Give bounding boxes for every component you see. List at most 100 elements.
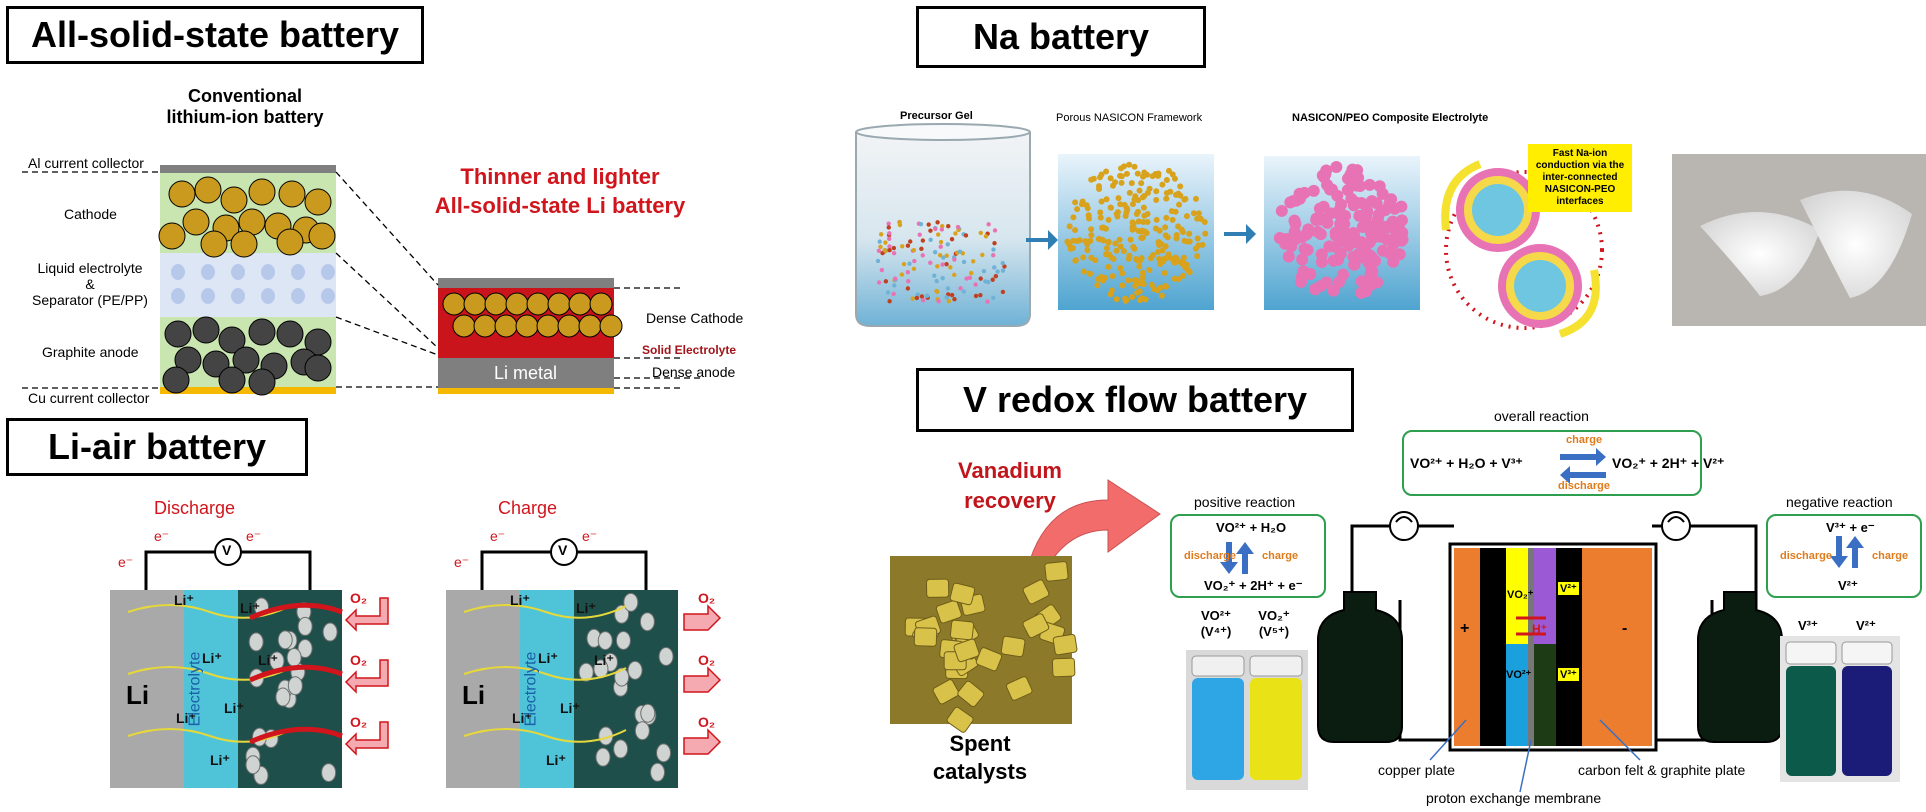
gel-particle bbox=[949, 292, 955, 298]
nasicon-particle bbox=[1134, 170, 1141, 177]
nasicon-particle bbox=[1132, 282, 1139, 289]
pump-icon bbox=[1661, 511, 1691, 541]
nasicon-particle bbox=[1162, 224, 1169, 231]
nasicon-particle bbox=[1138, 255, 1145, 262]
ion-path bbox=[127, 604, 291, 619]
nasicon-particle bbox=[1086, 215, 1093, 222]
oxygen-out-arrow-icon bbox=[683, 666, 722, 693]
gel-particle bbox=[899, 272, 905, 277]
catalyst-pellet bbox=[1006, 676, 1033, 701]
ion-path-arrow bbox=[1441, 160, 1482, 231]
nasicon-particle bbox=[1192, 195, 1199, 202]
nasicon-particle bbox=[1134, 289, 1141, 296]
li-metal-label: Li bbox=[462, 680, 486, 710]
gel-particle bbox=[978, 230, 983, 236]
negative-bottom-eq: V²⁺ bbox=[1838, 578, 1858, 593]
dense-cathode-particle bbox=[589, 292, 613, 316]
separator-dot bbox=[261, 288, 275, 304]
gel-particle bbox=[891, 251, 897, 256]
na-title: Na battery bbox=[916, 6, 1206, 68]
peo-particle bbox=[1366, 232, 1379, 245]
nasicon-particle bbox=[1165, 251, 1172, 258]
conventional-label: Conventional lithium-ion battery bbox=[166, 86, 324, 127]
gel-particle bbox=[919, 246, 924, 252]
li-metal-layer bbox=[438, 358, 614, 388]
li-metal-label: Li bbox=[126, 680, 150, 710]
porous-carbon-particle bbox=[627, 660, 643, 680]
vial-v3 bbox=[1786, 666, 1836, 776]
nasicon-particle bbox=[1129, 201, 1136, 208]
peo-particle bbox=[1373, 180, 1386, 193]
cathode-label: Cathode bbox=[64, 206, 117, 222]
nasicon-particle bbox=[1168, 208, 1175, 215]
peo-particle bbox=[1381, 233, 1394, 246]
nasicon-particle bbox=[1163, 189, 1170, 196]
gel-particle bbox=[875, 258, 881, 264]
gel-particle bbox=[949, 237, 955, 242]
peo-particle bbox=[1285, 240, 1298, 253]
cathode-particle bbox=[248, 178, 276, 206]
li-ion-label: Li⁺ bbox=[594, 652, 614, 668]
peo-particle bbox=[1360, 284, 1373, 297]
positive-tank bbox=[1317, 591, 1403, 743]
peo-particle bbox=[1296, 253, 1309, 266]
positive-reaction-title: positive reaction bbox=[1194, 494, 1296, 510]
porous-carbon-particle bbox=[613, 739, 629, 759]
nasicon-particle bbox=[1133, 256, 1140, 263]
overall-charge-label: charge bbox=[1566, 434, 1603, 446]
cathode-particle bbox=[200, 230, 228, 258]
separator-dot bbox=[321, 288, 335, 304]
nasicon-particle bbox=[1123, 170, 1130, 177]
nasicon-particle bbox=[1116, 236, 1123, 243]
gel-particle bbox=[948, 265, 953, 270]
nasicon-particle bbox=[1139, 295, 1146, 302]
separator-layer bbox=[160, 253, 336, 317]
nasicon-particle bbox=[1135, 208, 1142, 215]
gel-particle bbox=[932, 249, 938, 255]
nasicon-particle bbox=[1095, 183, 1102, 190]
nasicon-framework-particles bbox=[1064, 161, 1209, 304]
porous-carbon-particle bbox=[275, 687, 291, 707]
cathode-particle bbox=[194, 176, 222, 204]
gel-particle bbox=[886, 225, 891, 230]
cathode-particle bbox=[158, 222, 186, 250]
gel-particle bbox=[945, 286, 951, 291]
peo-particle bbox=[1282, 250, 1295, 263]
oxygen-label: O₂ bbox=[350, 714, 368, 730]
nasicon-particle bbox=[1162, 243, 1169, 250]
catalyst-pellet bbox=[1052, 633, 1078, 656]
nasicon-particle bbox=[1183, 261, 1190, 268]
nasicon-particle bbox=[1113, 296, 1120, 303]
nasicon-particle bbox=[1144, 219, 1151, 226]
gel-particle bbox=[905, 270, 911, 275]
nasicon-particle bbox=[1072, 199, 1079, 206]
copper-plate-label: copper plate bbox=[1378, 762, 1456, 778]
cu-collector-label: Cu current collector bbox=[28, 390, 150, 406]
porous-carbon-particle bbox=[287, 676, 303, 696]
gel-particle bbox=[920, 297, 926, 303]
porous-carbon-particle bbox=[639, 612, 655, 632]
anode-particle bbox=[232, 346, 260, 374]
electron-label: e⁻ bbox=[246, 528, 262, 544]
negative-charge-label: charge bbox=[1872, 550, 1909, 562]
nasicon-particle bbox=[1113, 247, 1120, 254]
porous-carbon-particle bbox=[321, 763, 337, 783]
porous-carbon-particle bbox=[623, 592, 639, 612]
nasicon-particle bbox=[1147, 255, 1154, 262]
solid-bottom-collector bbox=[438, 388, 614, 394]
membrane bbox=[1528, 548, 1534, 746]
gel-particle bbox=[933, 226, 938, 232]
peo-particle bbox=[1369, 254, 1382, 267]
oxygen-label: O₂ bbox=[698, 590, 716, 606]
li-ion-label: Li⁺ bbox=[176, 710, 196, 726]
cathode-particle bbox=[308, 222, 336, 250]
nasicon-particle bbox=[1171, 175, 1178, 182]
gel-particle bbox=[992, 265, 997, 270]
anode-particles bbox=[162, 316, 332, 396]
nasicon-particle bbox=[1119, 282, 1126, 289]
gel-particle bbox=[878, 232, 884, 237]
gel-particle bbox=[935, 264, 940, 269]
nasicon-particle bbox=[1131, 196, 1138, 203]
voltmeter-icon bbox=[550, 538, 578, 566]
nasicon-particle bbox=[1190, 210, 1197, 217]
